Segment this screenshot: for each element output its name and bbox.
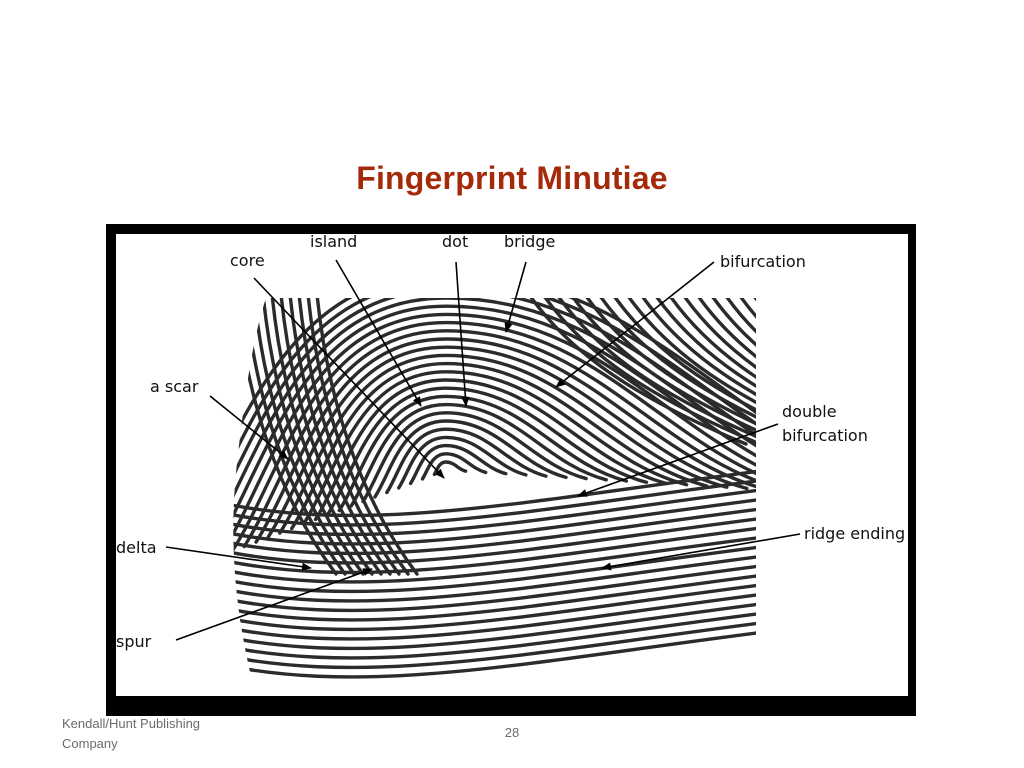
arrow-delta	[165, 546, 312, 571]
ridge-line	[397, 435, 528, 490]
ridge-line	[270, 298, 374, 576]
ridge-line	[233, 298, 756, 571]
ridge-line	[233, 495, 756, 546]
ridge-line	[233, 619, 756, 670]
ridge-line	[696, 298, 756, 446]
ridge-line	[373, 419, 568, 499]
label-dot: dot	[442, 234, 469, 251]
ridge-line	[233, 514, 756, 565]
figure-frame: core island dot bridge bifurcation a sca…	[106, 224, 916, 716]
ridge-line	[528, 298, 756, 446]
ridge-line	[261, 298, 365, 576]
ridge-line	[278, 353, 729, 535]
footer-publisher-line1: Kendall/Hunt Publishing	[62, 716, 201, 731]
fingerprint-ridges	[233, 298, 756, 679]
label-island: island	[310, 234, 358, 251]
fingerprint-figure: core island dot bridge bifurcation a sca…	[116, 234, 908, 696]
ridge-line	[233, 312, 756, 558]
ridge-line	[233, 562, 756, 613]
ridge-line	[570, 298, 756, 446]
ridge-line	[626, 298, 756, 446]
ridge-line	[408, 443, 508, 486]
ridge-line	[252, 298, 356, 576]
ridge-line	[682, 298, 756, 446]
ridge-line	[233, 571, 756, 622]
label-bifurcation: bifurcation	[720, 252, 806, 271]
page-number: 28	[504, 725, 520, 740]
ridge-line	[233, 628, 756, 679]
ridge-line	[279, 298, 383, 576]
annotation-arrows	[165, 259, 801, 641]
label-delta: delta	[116, 538, 157, 557]
ridge-line	[313, 378, 669, 522]
label-double-bifurcation-line2: bifurcation	[782, 426, 868, 445]
ridge-line	[710, 298, 756, 446]
ridge-line	[724, 298, 756, 446]
arrow-core	[253, 277, 445, 479]
ridge-line	[233, 600, 756, 651]
arrow-dot	[455, 261, 470, 407]
ridge-line	[254, 337, 756, 544]
arrow-island	[335, 259, 422, 407]
footer-publisher: Kendall/Hunt Publishing Company	[62, 714, 262, 754]
ridge-line	[349, 402, 608, 508]
ridge-line	[584, 298, 756, 446]
arrow-double-bifurcation	[577, 423, 779, 497]
ridge-line	[233, 476, 756, 527]
arrow-a-scar	[209, 395, 289, 460]
ridge-line	[233, 609, 756, 660]
label-ridge-ending: ridge ending	[804, 524, 906, 543]
ridge-line	[233, 505, 756, 556]
footer-publisher-line2: Company	[62, 736, 118, 751]
ridge-line	[556, 298, 756, 446]
arrow-spur	[175, 568, 373, 641]
arrow-bifurcation	[555, 261, 715, 388]
ridge-line	[306, 298, 410, 576]
ridge-line	[233, 590, 756, 641]
label-a-scar: a scar	[150, 377, 199, 396]
ridge-line	[542, 298, 756, 446]
ridge-line	[233, 467, 756, 518]
ridge-line	[385, 427, 548, 495]
ridge-line	[297, 298, 401, 576]
ridge-line	[233, 533, 756, 584]
ridge-line	[654, 298, 756, 446]
ridge-line	[233, 524, 756, 575]
ridge-line	[640, 298, 756, 446]
ridge-line	[233, 486, 756, 537]
ridge-line	[598, 298, 756, 446]
slide-title: Fingerprint Minutiae	[356, 160, 668, 196]
ridge-line	[337, 394, 629, 513]
ridge-line	[361, 411, 588, 504]
ridge-line	[233, 581, 756, 632]
ridge-line	[668, 298, 756, 446]
ridge-line	[315, 298, 419, 576]
ridge-line	[325, 386, 649, 517]
label-spur: spur	[116, 632, 152, 651]
ridge-line	[612, 298, 756, 446]
ridge-line	[514, 298, 748, 446]
label-bridge: bridge	[504, 234, 556, 251]
arrow-bridge	[504, 261, 527, 333]
ridge-line	[290, 361, 709, 531]
label-double-bifurcation-line1: double	[782, 402, 837, 421]
arrow-ridge-ending	[601, 533, 801, 571]
ridge-line	[420, 452, 488, 481]
ridge-line	[288, 298, 392, 576]
label-core: core	[230, 251, 265, 270]
ridge-line	[233, 543, 756, 594]
